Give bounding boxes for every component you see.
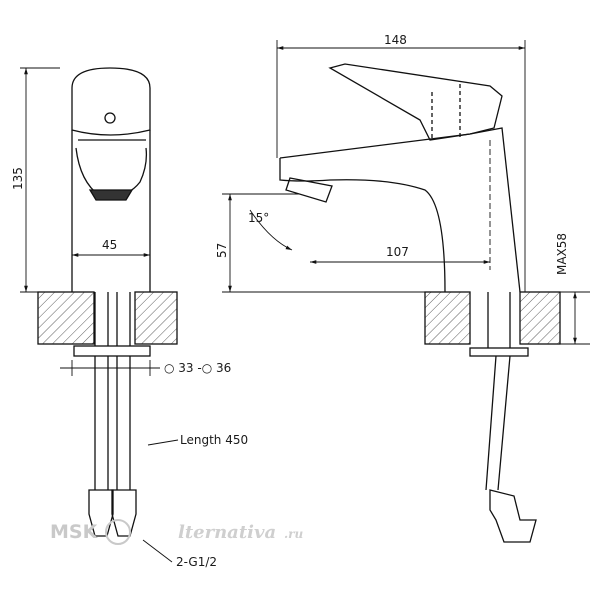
watermark-brand-right: lternativa: [178, 522, 276, 543]
dim-spout-height: 57: [215, 243, 229, 258]
countertop-left-side: [424, 291, 471, 345]
dim-height-total: 135: [11, 167, 25, 190]
dim-width-total: 148: [384, 33, 407, 47]
dim-base-width: 45: [102, 238, 117, 252]
dim-max-thickness: MAX58: [555, 233, 569, 275]
countertop-right-side: [519, 291, 561, 345]
dim-connection: 2-G1/2: [176, 555, 217, 569]
front-fitting-right: [111, 489, 137, 537]
dim-spout-angle: 15°: [248, 211, 269, 225]
front-dimensions: [20, 67, 179, 446]
watermark-at-icon: [105, 519, 131, 545]
side-aerator: [285, 177, 333, 203]
front-body: [71, 130, 151, 292]
front-handle: [71, 67, 151, 136]
connection-leader: [142, 539, 173, 563]
dim-hole-diameter: ○ 33 -○ 36: [164, 361, 231, 375]
side-view: [279, 63, 561, 543]
side-fitting: [489, 489, 537, 543]
countertop-right-front: [134, 291, 178, 345]
countertop-left-front: [37, 291, 95, 345]
watermark-brand-suffix: .ru: [284, 527, 304, 541]
side-lever: [328, 63, 503, 141]
front-view: [37, 67, 178, 537]
watermark-brand-left: MSK: [50, 521, 99, 543]
side-dimensions: [222, 40, 590, 345]
dim-hose-length: Length 450: [180, 433, 248, 447]
dim-spout-reach: 107: [386, 245, 409, 259]
side-body: [279, 127, 521, 293]
front-aerator: [88, 189, 134, 201]
handle-dot: [104, 112, 116, 124]
